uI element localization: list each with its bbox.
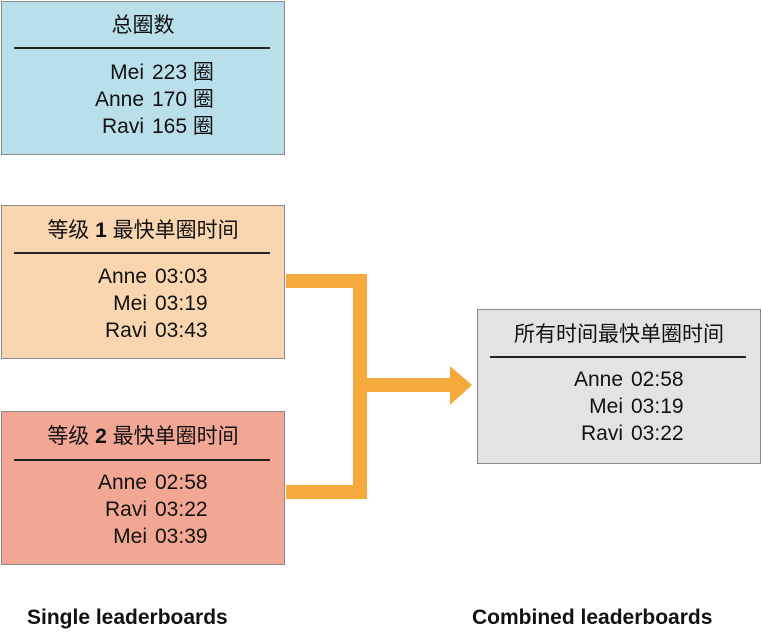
racer-name: Anne xyxy=(573,368,623,391)
racer-name: Ravi xyxy=(101,115,144,138)
lap-time: 03:19 xyxy=(631,395,684,418)
leaderboard-row: Mei 03:19 xyxy=(2,290,284,317)
racer-name: Mei xyxy=(110,61,144,84)
racer-name: Anne xyxy=(94,88,144,111)
leaderboard-rows: Anne 03:03 Mei 03:19 Ravi 03:43 xyxy=(2,263,284,344)
leaderboard-row: Anne 03:03 xyxy=(2,263,284,290)
title-suffix: 最快单圈时间 xyxy=(106,219,239,242)
racer-name: Mei xyxy=(113,292,147,315)
leaderboard-row: Ravi 03:43 xyxy=(2,317,284,344)
leaderboard-row: Ravi 03:22 xyxy=(478,420,760,447)
racer-name: Anne xyxy=(97,471,147,494)
class2-fastest-lap-board: 等级 2 最快单圈时间 Anne 02:58 Ravi 03:22 Mei 03… xyxy=(1,411,285,565)
title-divider xyxy=(490,356,746,358)
lap-count: 165 圈 xyxy=(152,115,214,138)
class-number: 2 xyxy=(95,425,107,448)
racer-name: Ravi xyxy=(104,498,147,521)
lap-time: 03:22 xyxy=(155,498,208,521)
lap-time: 02:58 xyxy=(631,368,684,391)
lap-time: 02:58 xyxy=(155,471,208,494)
leaderboard-row: Ravi 03:22 xyxy=(2,496,284,523)
lap-time: 03:22 xyxy=(631,422,684,445)
board-title: 等级 2 最快单圈时间 xyxy=(2,425,284,449)
leaderboard-rows: Mei 223 圈 Anne 170 圈 Ravi 165 圈 xyxy=(2,59,284,140)
total-laps-board: 总圈数 Mei 223 圈 Anne 170 圈 Ravi 165 圈 xyxy=(1,1,285,155)
racer-name: Mei xyxy=(113,525,147,548)
racer-name: Ravi xyxy=(580,422,623,445)
leaderboard-row: Anne 170 圈 xyxy=(2,86,284,113)
title-divider xyxy=(14,252,270,254)
title-prefix: 等级 xyxy=(47,219,96,242)
leaderboard-rows: Anne 02:58 Ravi 03:22 Mei 03:39 xyxy=(2,469,284,550)
lap-time: 03:43 xyxy=(155,319,208,342)
single-leaderboards-caption: Single leaderboards xyxy=(27,606,228,629)
title-divider xyxy=(14,459,270,461)
leaderboard-row: Mei 03:39 xyxy=(2,523,284,550)
board-title: 总圈数 xyxy=(111,14,175,37)
title-suffix: 最快单圈时间 xyxy=(106,425,239,448)
board-title: 所有时间最快单圈时间 xyxy=(514,323,724,346)
leaderboard-row: Mei 03:19 xyxy=(478,393,760,420)
racer-name: Mei xyxy=(589,395,623,418)
board-title: 等级 1 最快单圈时间 xyxy=(2,219,284,243)
connector-from-class1 xyxy=(286,274,367,381)
lap-time: 03:19 xyxy=(155,292,208,315)
racer-name: Anne xyxy=(97,265,147,288)
leaderboard-row: Anne 02:58 xyxy=(478,366,760,393)
leaderboard-rows: Anne 02:58 Mei 03:19 Ravi 03:22 xyxy=(478,366,760,447)
lap-time: 03:03 xyxy=(155,265,208,288)
combined-leaderboards-caption: Combined leaderboards xyxy=(472,606,713,629)
title-prefix: 等级 xyxy=(47,425,96,448)
lap-count: 223 圈 xyxy=(152,61,214,84)
leaderboard-row: Mei 223 圈 xyxy=(2,59,284,86)
lap-count: 170 圈 xyxy=(152,88,214,111)
connector-from-class2 xyxy=(286,381,367,499)
title-divider xyxy=(14,47,270,49)
lap-time: 03:39 xyxy=(155,525,208,548)
leaderboard-row: Ravi 165 圈 xyxy=(2,113,284,140)
racer-name: Ravi xyxy=(104,319,147,342)
class-number: 1 xyxy=(95,219,107,242)
leaderboard-row: Anne 02:58 xyxy=(2,469,284,496)
combined-fastest-lap-board: 所有时间最快单圈时间 Anne 02:58 Mei 03:19 Ravi 03:… xyxy=(477,309,761,464)
class1-fastest-lap-board: 等级 1 最快单圈时间 Anne 03:03 Mei 03:19 Ravi 03… xyxy=(1,205,285,359)
arrow-head-icon xyxy=(450,366,472,405)
